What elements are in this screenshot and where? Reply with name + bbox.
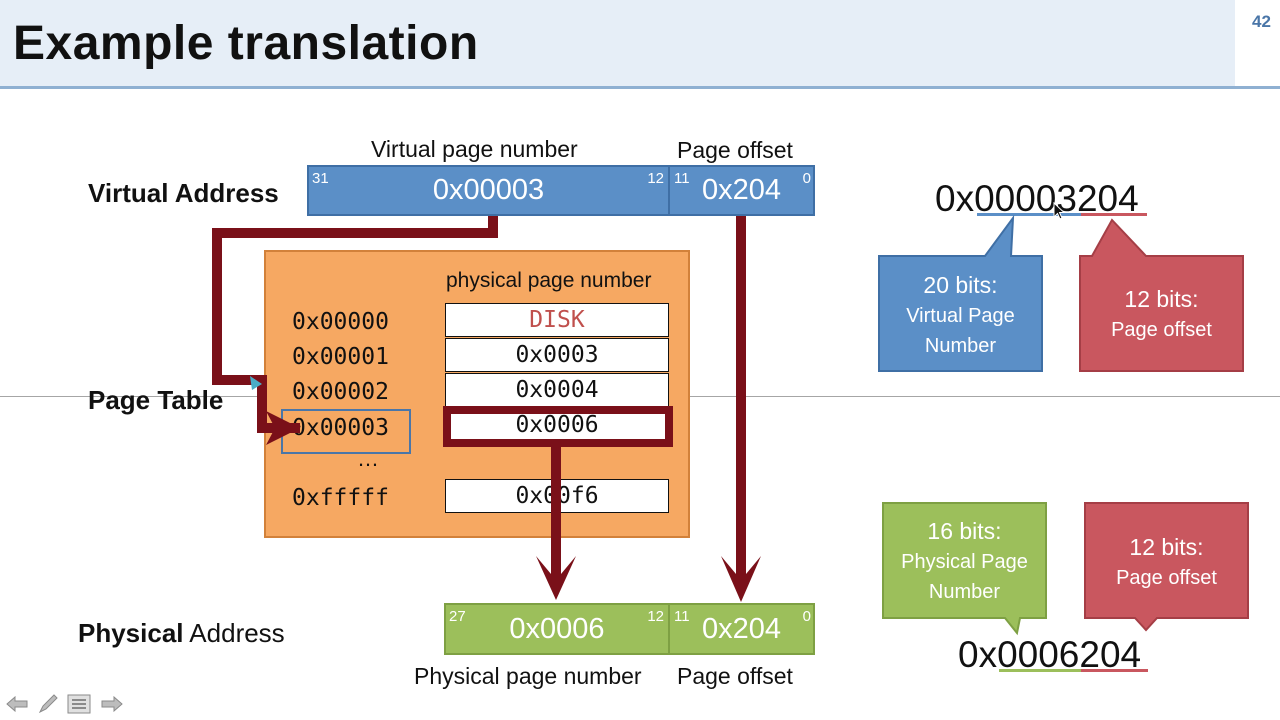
virtual-vpn-field: 0x00003 31 12 — [307, 165, 670, 216]
virtual-address-label: Virtual Address — [88, 178, 279, 208]
ppn-bits-callout-shape — [882, 502, 1047, 636]
bit-label: 12 — [647, 170, 664, 187]
physical-offset-field: 0x204 11 0 — [668, 603, 815, 655]
ppn-bits-callout: 16 bits: Physical Page Number — [901, 518, 1028, 603]
vpn-bits-callout-shape — [878, 214, 1043, 372]
next-arrow-icon[interactable] — [100, 692, 124, 716]
bit-label: 0 — [802, 608, 811, 625]
bit-label: 11 — [674, 170, 690, 187]
menu-icon[interactable] — [67, 692, 91, 716]
virtual-offset-value: 0x204 — [701, 174, 781, 206]
virtual-vpn-value: 0x00003 — [432, 174, 545, 206]
page-table-vpn: 0x00000 — [292, 309, 389, 335]
offset-underline — [1081, 213, 1147, 216]
physical-offset-bits-callout: 12 bits: Page offset — [1116, 534, 1217, 589]
bit-label: 0 — [802, 170, 811, 187]
selected-ppn-highlight — [443, 406, 673, 447]
cursor-marker-icon — [250, 376, 262, 390]
virtual-page-offset-caption: Page offset — [677, 137, 793, 163]
vpn-lookup-arrowhead — [266, 411, 300, 445]
page-table-label: Page Table — [88, 385, 224, 415]
vpn-bits-callout: 20 bits: Virtual Page Number — [906, 272, 1015, 357]
page-table-ppn: 0x0006 — [515, 412, 599, 438]
offset-bits-callout-shape — [1079, 218, 1244, 372]
page-table-ppn: 0x0003 — [515, 342, 599, 368]
page-table-column-header: physical page number — [446, 269, 652, 292]
bit-label: 11 — [674, 608, 690, 625]
page-table-vpn: 0x00003 — [292, 415, 389, 441]
slide-number: 42 — [1252, 12, 1271, 31]
page-table-ppn: 0x0004 — [515, 377, 599, 403]
bit-label: 27 — [449, 608, 466, 625]
physical-ppn-field: 0x0006 27 12 — [444, 603, 670, 655]
ppn-down-arrowhead — [536, 556, 576, 600]
page-table-ppn-cell: 0x0004 — [445, 373, 669, 407]
ppn-underline — [999, 669, 1081, 672]
virtual-page-number-caption: Virtual page number — [371, 136, 578, 162]
offset-bits-callout: 12 bits: Page offset — [1111, 286, 1212, 341]
physical-address-hex: 0x0006204 — [958, 634, 1142, 675]
virtual-address-hex: 0x00003204 — [935, 178, 1139, 219]
offset-down-arrowhead — [721, 556, 761, 602]
physical-address-label: Physical Address — [78, 618, 285, 648]
mouse-cursor-icon — [1053, 202, 1066, 220]
physical-offset-value: 0x204 — [701, 612, 781, 645]
vpn-lookup-arrow — [212, 216, 498, 433]
physical-offset-bits-callout-shape — [1084, 502, 1249, 632]
title-divider — [0, 86, 1280, 89]
physical-page-offset-caption: Page offset — [677, 663, 793, 689]
physical-page-number-caption: Physical page number — [414, 663, 642, 689]
physical-offset-underline — [1081, 669, 1148, 672]
page-table-vpn: 0x00002 — [292, 379, 389, 405]
page-table-ppn: DISK — [529, 307, 585, 333]
page-table-vpn: 0xfffff — [292, 485, 389, 511]
page-table-ppn-cell: 0x0003 — [445, 338, 669, 372]
vpn-underline — [977, 213, 1081, 216]
physical-ppn-value: 0x0006 — [509, 612, 605, 645]
pen-icon[interactable] — [36, 692, 60, 716]
title-band — [0, 0, 1235, 86]
virtual-offset-field: 0x204 11 0 — [668, 165, 815, 216]
bit-label: 31 — [312, 170, 329, 187]
page-table-ppn-cell: DISK — [445, 303, 669, 337]
slide-title: Example translation — [13, 17, 479, 70]
bit-label: 12 — [647, 608, 664, 625]
prev-arrow-icon[interactable] — [5, 692, 29, 716]
page-table-vpn: 0x00001 — [292, 344, 389, 370]
